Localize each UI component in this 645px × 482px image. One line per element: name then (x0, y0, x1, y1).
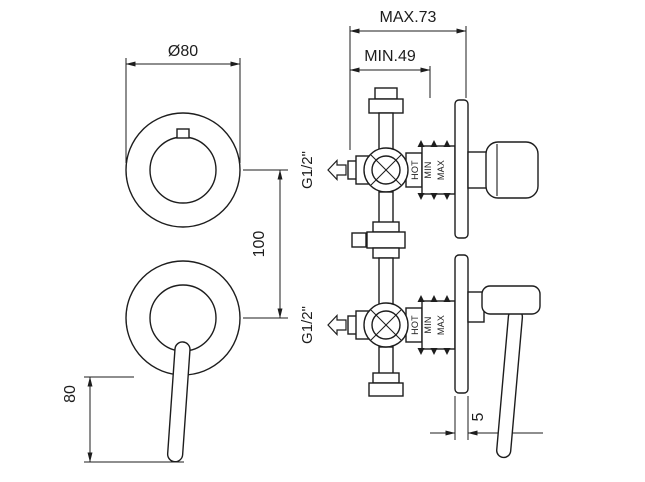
dim-handle-length-label: 80 (62, 385, 79, 403)
cartridge-min-label: MIN (423, 161, 433, 178)
hex-nut (368, 382, 404, 397)
cartridge-marking-arrows (417, 140, 451, 355)
dimension-lines (84, 26, 543, 463)
lever-grip-side (481, 285, 541, 315)
mounting-plate (454, 99, 469, 239)
dim-diameter-label: Ø80 (168, 43, 198, 60)
flange (372, 221, 400, 233)
thread-label-top: G1/2" (299, 151, 316, 189)
dim-max-depth-label: MAX.73 (380, 9, 437, 26)
knob-side (485, 141, 539, 199)
flange (372, 372, 400, 384)
index-tab (176, 128, 190, 139)
lever-handle (166, 341, 191, 463)
knob-circle (149, 284, 217, 352)
thread-label-bottom: G1/2" (299, 306, 316, 344)
pipe-cap (374, 87, 398, 100)
pipe-junction (351, 191, 406, 305)
side-view-bottom (347, 254, 541, 459)
front-view-bottom (125, 260, 241, 463)
cartridge-hot-label: HOT (410, 160, 420, 180)
cartridge-max-label: MAX (436, 160, 446, 180)
flow-arrow-icon (327, 313, 347, 337)
flange (372, 247, 400, 259)
front-view-top (125, 112, 241, 228)
side-fitting (351, 232, 367, 248)
dim-min-depth-label: MIN.49 (364, 48, 416, 65)
hex-nut (366, 231, 406, 249)
pipe (378, 191, 394, 225)
knob-circle (149, 136, 217, 204)
flow-arrow-icon (327, 158, 347, 182)
pipe (378, 112, 394, 151)
dim-center-distance-label: 100 (251, 231, 268, 258)
lever-rod-side (496, 309, 524, 459)
cartridge-min-label: MIN (423, 316, 433, 333)
dim-plate-thickness-label: 5 (470, 412, 487, 421)
mounting-plate (454, 254, 469, 394)
cartridge-max-label: MAX (436, 315, 446, 335)
hex-nut (368, 98, 404, 114)
body-sleeve (421, 300, 456, 350)
pipe (378, 257, 394, 305)
knob-neck (467, 151, 489, 189)
side-view-top (347, 87, 539, 239)
pipe (378, 346, 394, 376)
body-sleeve (421, 145, 456, 195)
cartridge-hot-label: HOT (410, 315, 420, 335)
